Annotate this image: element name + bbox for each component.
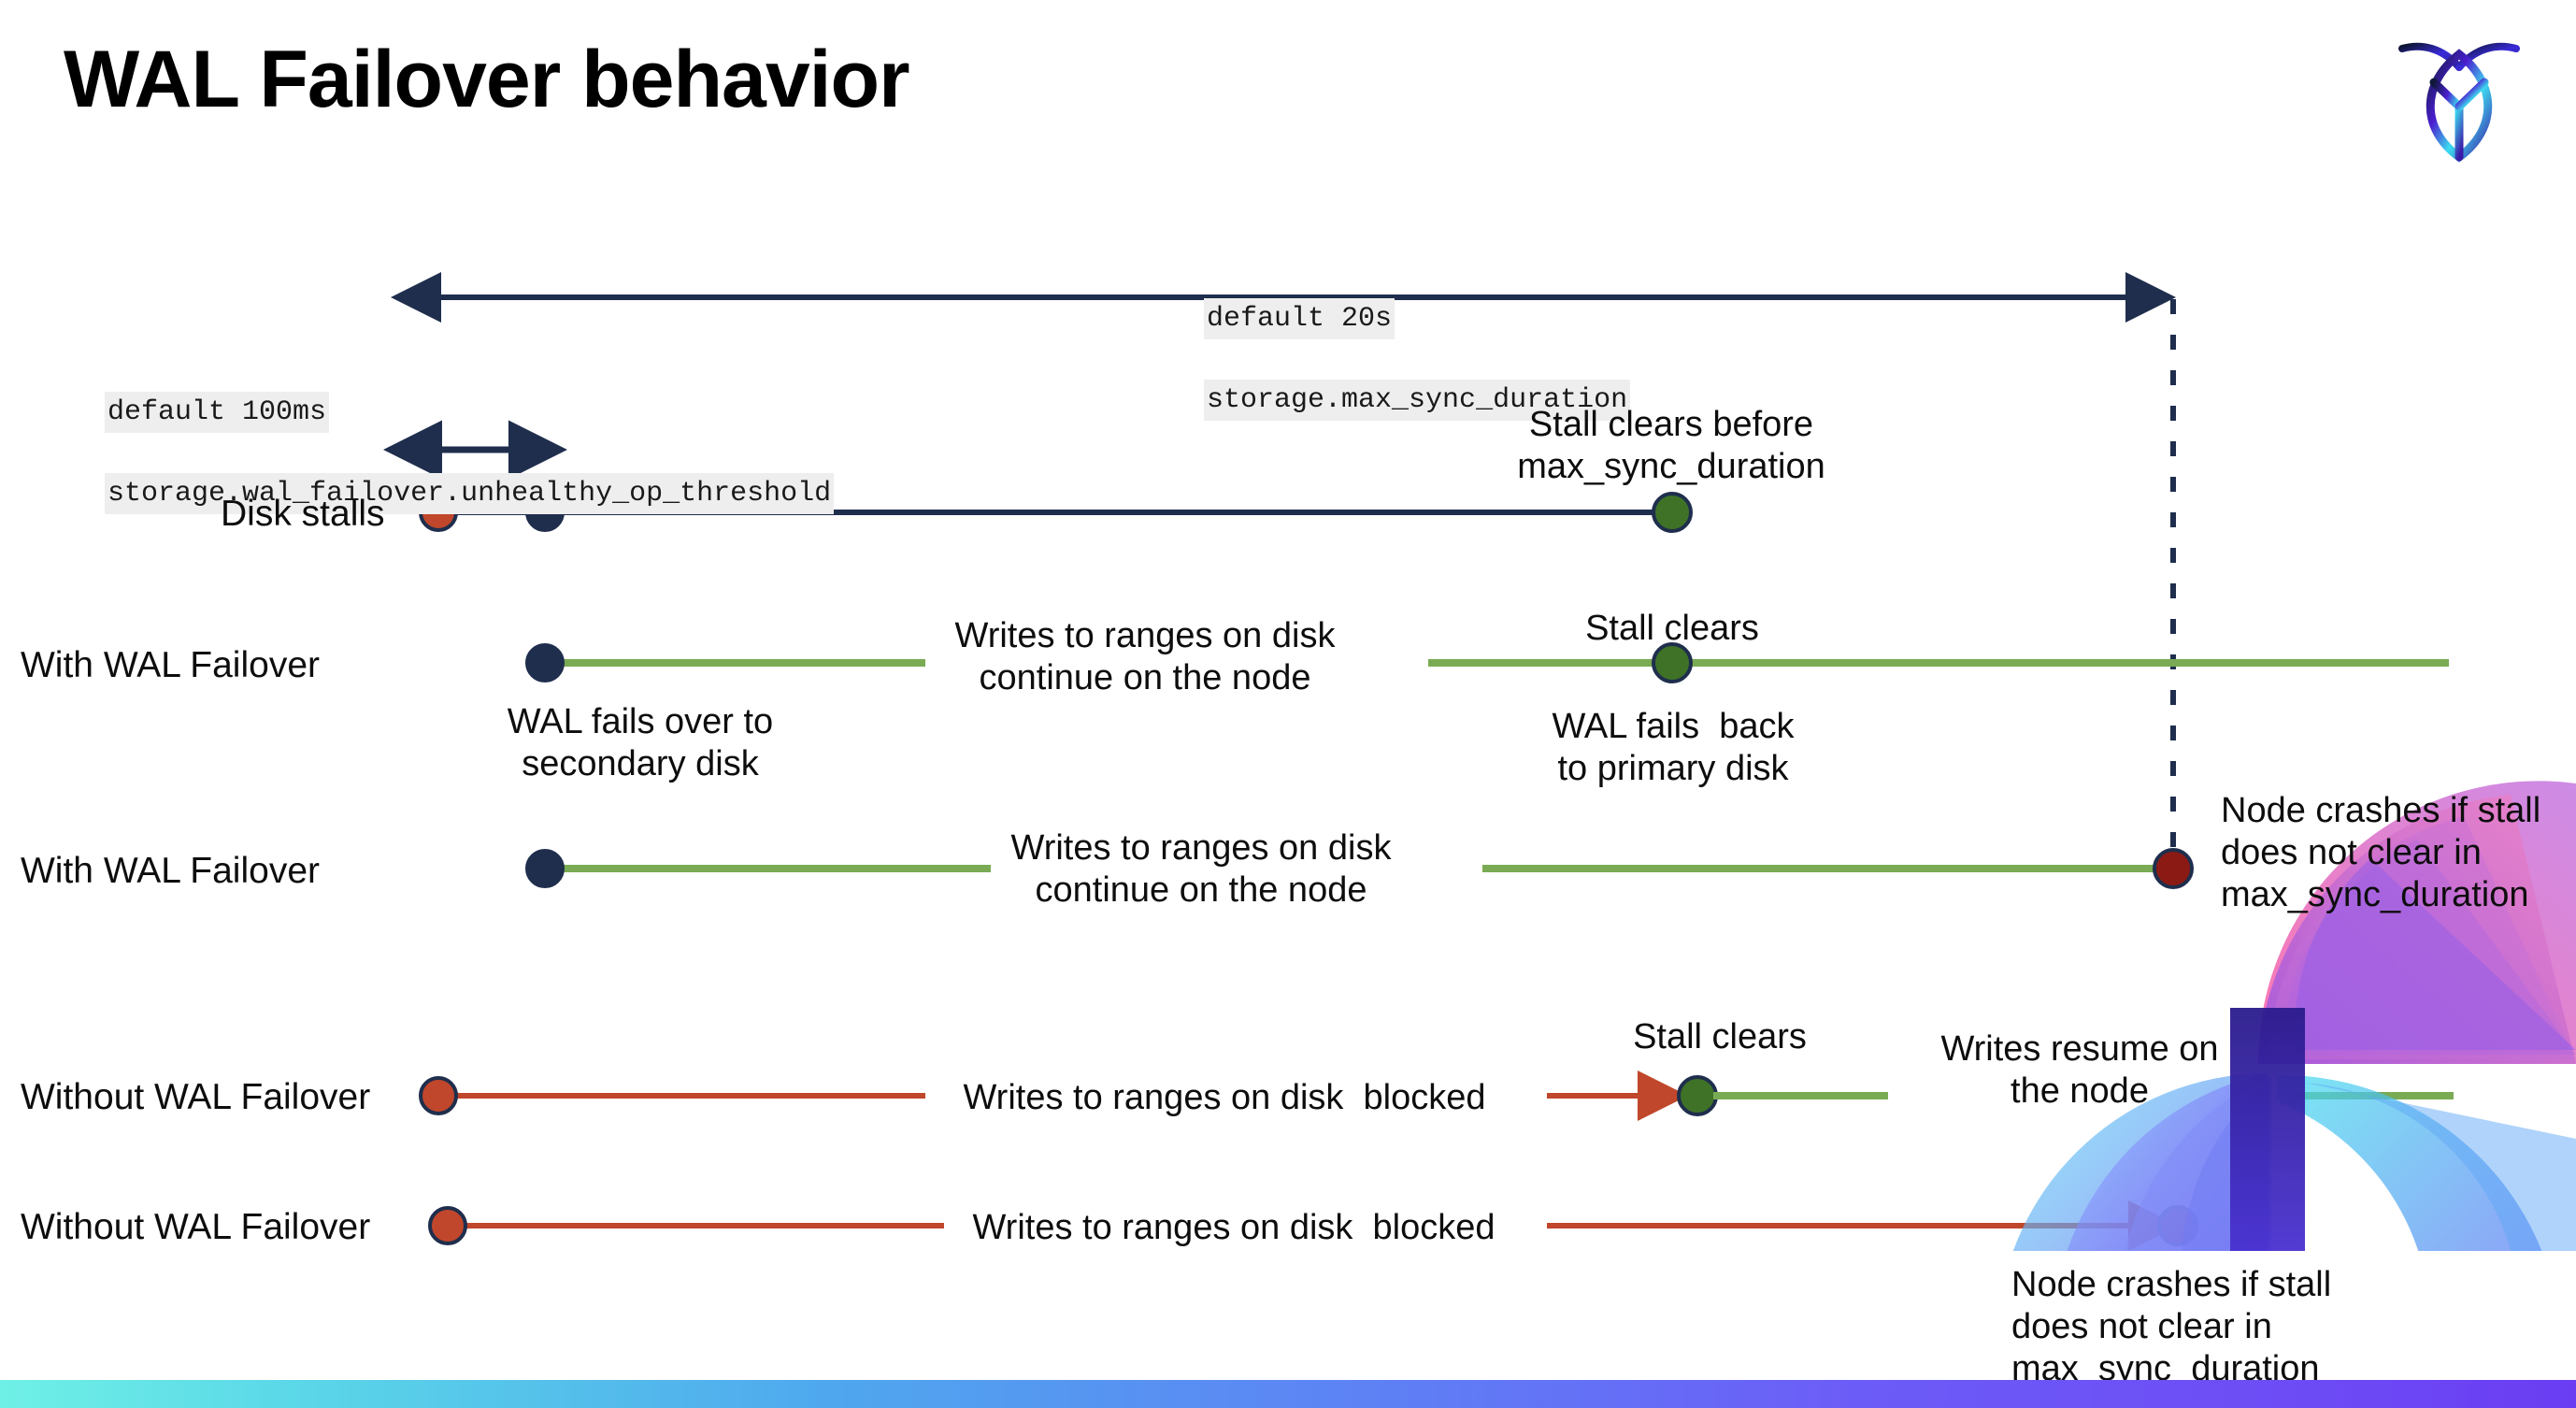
row-without-wal-failover-recovers-track: [419, 1070, 2454, 1121]
stall-clears-before-label: Stall clears before max_sync_duration: [1517, 405, 1825, 486]
writes-continue-label-2: Writes to ranges on disk continue on the…: [1010, 828, 1392, 910]
row-label-disk-stalls: Disk stalls: [221, 494, 385, 534]
row-label-with-wal-failover-1: With WAL Failover: [21, 645, 320, 685]
wal-failover-dot: [525, 849, 565, 888]
stall-start-dot: [419, 1076, 458, 1115]
writes-blocked-label-2: Writes to ranges on disk blocked: [972, 1208, 1496, 1247]
bottom-gradient-bar: [0, 1380, 2576, 1408]
cockroachdb-logo-icon: [2385, 28, 2535, 168]
unhealthy-op-threshold-annotation: default 100ms storage.wal_failover.unhea…: [37, 352, 835, 554]
node-crashes-bottom-label: Node crashes if stall does not clear in …: [2011, 1265, 2332, 1388]
stall-clears-dot: [1652, 642, 1693, 683]
stall-clears-dot: [1677, 1075, 1718, 1116]
writes-resume-label: Writes resume on the node: [1940, 1029, 2219, 1111]
stall-start-dot: [428, 1206, 467, 1245]
stall-clears-label-1: Stall clears: [1585, 609, 1759, 648]
row-label-without-wal-failover-1: Without WAL Failover: [21, 1077, 371, 1117]
row-label-with-wal-failover-2: With WAL Failover: [21, 851, 320, 891]
wal-fails-over-label: WAL fails over to secondary disk: [507, 702, 774, 783]
max-sync-duration-setting: storage.max_sync_duration: [1204, 379, 1631, 422]
wal-fails-back-label: WAL fails back to primary disk: [1552, 707, 1795, 788]
row-with-wal-failover-recovers-track: [525, 642, 2449, 683]
row-label-without-wal-failover-2: Without WAL Failover: [21, 1207, 371, 1247]
wal-failover-dot: [525, 643, 565, 682]
node-crash-dot: [2153, 848, 2194, 889]
writes-blocked-label-1: Writes to ranges on disk blocked: [963, 1078, 1486, 1117]
stall-clears-dot: [1652, 492, 1693, 533]
max-sync-duration-annotation: default 20s storage.max_sync_duration: [1137, 258, 1631, 461]
node-crash-dot: [2157, 1205, 2198, 1246]
node-crashes-right-label: Node crashes if stall does not clear in …: [2221, 791, 2541, 914]
unhealthy-op-threshold-default: default 100ms: [105, 391, 330, 434]
page-title: WAL Failover behavior: [64, 35, 910, 124]
stall-clears-label-2: Stall clears: [1633, 1017, 1807, 1056]
unhealthy-op-threshold-setting: storage.wal_failover.unhealthy_op_thresh…: [105, 472, 835, 515]
writes-continue-label-1: Writes to ranges on disk continue on the…: [954, 616, 1336, 697]
max-sync-duration-default: default 20s: [1204, 297, 1395, 340]
row-with-wal-failover-crashes-track: [525, 848, 2194, 889]
